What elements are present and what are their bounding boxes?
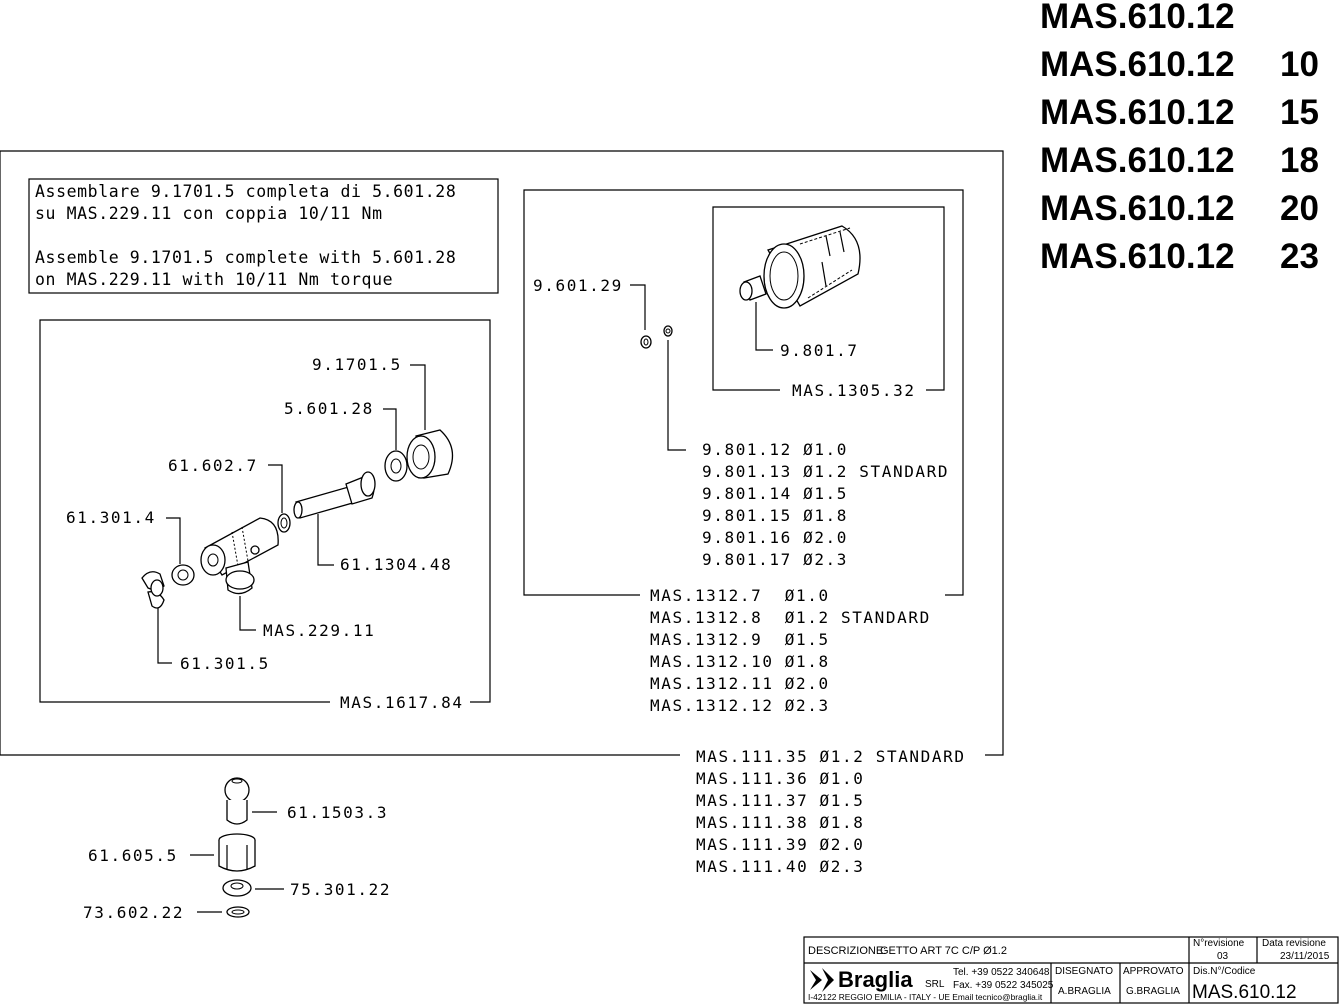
inner-subassembly-label: MAS.1305.32	[792, 381, 916, 400]
header-code-4: MAS.610.12	[1040, 141, 1235, 180]
header-code-2: MAS.610.12	[1040, 45, 1235, 84]
washer-part	[384, 450, 408, 482]
nozzle-list-item-5: 9.801.16 Ø2.0	[702, 528, 848, 547]
nozzle-list-item-1: 9.801.12 Ø1.0	[702, 440, 848, 459]
tube-part	[293, 471, 376, 519]
code-label: Dis.N°/Codice	[1193, 966, 1256, 977]
assembly-list-item-4: MAS.1312.10 Ø1.8	[650, 652, 830, 671]
cap-nut-part	[406, 429, 454, 479]
left-subassembly-frame	[39, 319, 491, 703]
assembly-list-item-2: MAS.1312.8 Ø1.2 STANDARD	[650, 608, 931, 627]
header-code-3: MAS.610.12	[1040, 93, 1235, 132]
ball-fitting-part	[224, 777, 250, 825]
leader-nozzle-list	[667, 340, 686, 451]
header-variant-3: 15	[1280, 93, 1319, 132]
revision-label: N°revisione	[1193, 938, 1245, 949]
nozzle-list-item-3: 9.801.14 Ø1.5	[702, 484, 848, 503]
header-code-6: MAS.610.12	[1040, 237, 1235, 276]
small-washers-part	[640, 325, 673, 349]
wing-nut-part	[141, 571, 165, 609]
label-61-1503-3: 61.1503.3	[287, 803, 388, 822]
gun-body-part	[200, 517, 279, 595]
small-nozzle-part	[739, 275, 767, 301]
assembly-list-item-3: MAS.1312.9 Ø1.5	[650, 630, 830, 649]
main-list-item-6: MAS.111.40 Ø2.3	[696, 857, 865, 876]
label-9-801-7: 9.801.7	[780, 341, 859, 360]
title-block: DESCRIZIONE: GETTO ART 7C C/P Ø1.2 N°rev…	[803, 936, 1339, 1004]
label-73-602-22: 73.602.22	[83, 903, 184, 922]
nozzle-list-item-4: 9.801.15 Ø1.8	[702, 506, 848, 525]
main-list-item-1: MAS.111.35 Ø1.2 STANDARD	[696, 747, 966, 766]
seal-ring-part	[226, 906, 250, 918]
address-text: I-42122 REGGIO EMILIA - ITALY - UE Email…	[808, 992, 1043, 1002]
main-list-item-3: MAS.111.37 Ø1.5	[696, 791, 865, 810]
drawn-label: DISEGNATO	[1055, 966, 1113, 977]
main-list-item-5: MAS.111.39 Ø2.0	[696, 835, 865, 854]
header-code-1: MAS.610.12	[1040, 0, 1235, 36]
label-61-1304-48: 61.1304.48	[340, 555, 452, 574]
left-assembly-parts	[141, 429, 454, 609]
union-nut-part	[218, 833, 256, 872]
hex-nut-part	[171, 564, 195, 586]
date-label: Data revisione	[1262, 938, 1326, 949]
approved-label: APPROVATO	[1123, 966, 1184, 977]
leader-9-801-7	[755, 302, 773, 351]
assembly-list-item-6: MAS.1312.12 Ø2.3	[650, 696, 830, 715]
main-assembly-frame	[0, 150, 1004, 756]
description-value: GETTO ART 7C C/P Ø1.2	[880, 945, 1007, 957]
note-it-line1: Assemblare 9.1701.5 completa di 5.601.28	[35, 182, 456, 201]
o-ring-part	[277, 513, 291, 533]
left-leader-lines	[157, 364, 426, 664]
label-9-601-29: 9.601.29	[533, 276, 623, 295]
inner-subassembly-frame	[712, 206, 945, 391]
header-variant-5: 20	[1280, 189, 1319, 228]
braglia-logo: Braglia SRL	[810, 967, 945, 992]
brand-suffix: SRL	[925, 979, 945, 990]
label-mas-229-11: MAS.229.11	[263, 621, 375, 640]
label-61-301-5: 61.301.5	[180, 654, 270, 673]
note-it-line2: su MAS.229.11 con coppia 10/11 Nm	[35, 204, 383, 223]
description-label: DESCRIZIONE:	[808, 945, 886, 957]
header-code-5: MAS.610.12	[1040, 189, 1235, 228]
assembly-list-item-5: MAS.1312.11 Ø2.0	[650, 674, 830, 693]
right-subassembly-frame	[523, 189, 964, 596]
note-en-line1: Assemble 9.1701.5 complete with 5.601.28	[35, 248, 456, 267]
label-61-605-5: 61.605.5	[88, 846, 178, 865]
drawing-code: MAS.610.12	[1192, 982, 1297, 1003]
header-variant-2: 10	[1280, 45, 1319, 84]
brand-name: Braglia	[838, 967, 913, 992]
fax-text: Fax. +39 0522 345025	[953, 980, 1054, 991]
header-codes: MAS.610.12 MAS.610.12 10 MAS.610.12 15 M…	[1040, 0, 1319, 276]
drawn-by: A.BRAGLIA	[1058, 986, 1111, 997]
main-list-item-4: MAS.111.38 Ø1.8	[696, 813, 865, 832]
label-5-601-28: 5.601.28	[284, 399, 374, 418]
approved-by: G.BRAGLIA	[1126, 986, 1180, 997]
left-subassembly-label: MAS.1617.84	[340, 693, 464, 712]
note-en-line2: on MAS.229.11 with 10/11 Nm torque	[35, 270, 393, 289]
label-61-602-7: 61.602.7	[168, 456, 258, 475]
leader-9-601-29	[630, 284, 646, 330]
nozzle-list-item-6: 9.801.17 Ø2.3	[702, 550, 848, 569]
assembly-note-box	[28, 178, 499, 294]
air-cap-part	[763, 225, 861, 309]
assembly-list-item-1: MAS.1312.7 Ø1.0	[650, 586, 830, 605]
label-9-1701-5: 9.1701.5	[312, 355, 402, 374]
revision-value: 03	[1217, 951, 1229, 962]
nozzle-list-item-2: 9.801.13 Ø1.2 STANDARD	[702, 462, 949, 481]
lock-nut-part	[222, 879, 252, 897]
date-value: 23/11/2015	[1280, 951, 1330, 962]
label-75-301-22: 75.301.22	[290, 880, 391, 899]
label-61-301-4: 61.301.4	[66, 508, 156, 527]
main-list-item-2: MAS.111.36 Ø1.0	[696, 769, 865, 788]
header-variant-6: 23	[1280, 237, 1319, 276]
title-block-frame	[803, 936, 1339, 1004]
header-variant-4: 18	[1280, 141, 1319, 180]
tel-text: Tel. +39 0522 340648	[953, 967, 1050, 978]
